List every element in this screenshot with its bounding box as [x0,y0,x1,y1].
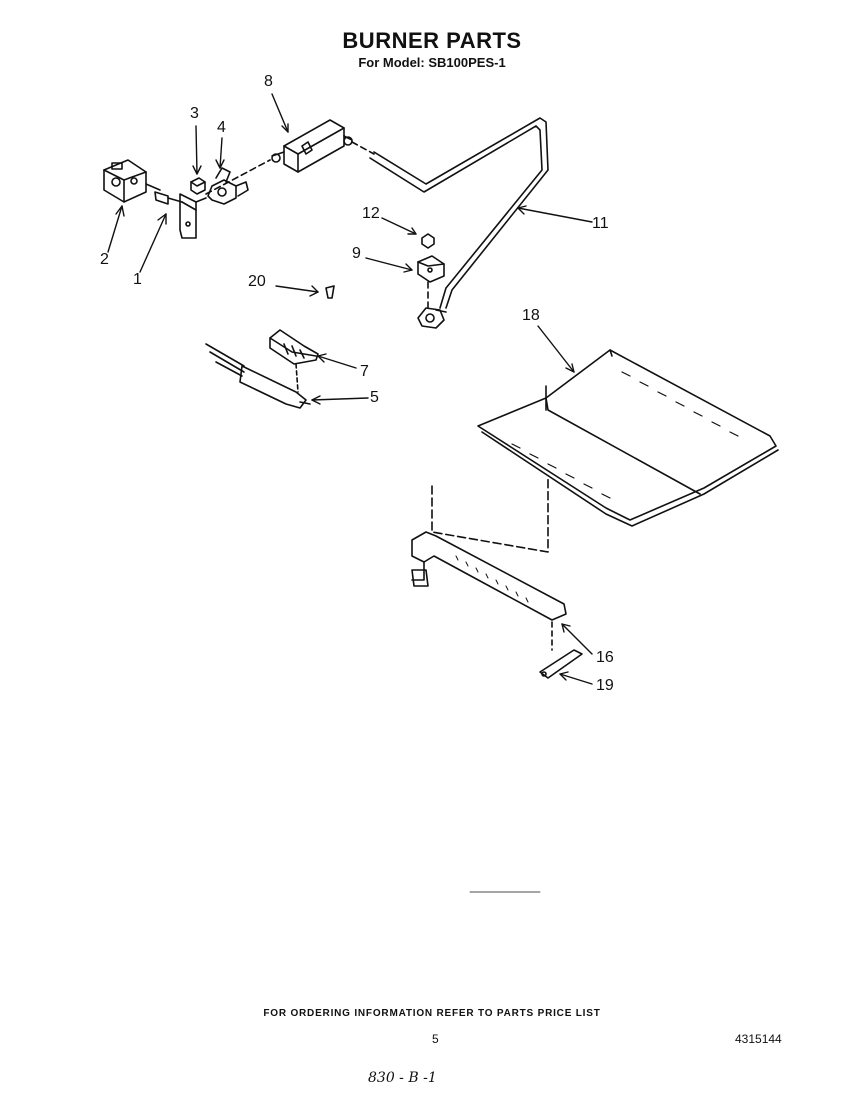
part-19-bracket [539,649,583,679]
part-16-burner-tube [411,531,567,621]
document-number: 4315144 [735,1032,782,1046]
page-number: 5 [432,1032,439,1046]
callout-7: 7 [360,363,369,380]
callout-5: 5 [370,389,379,406]
baffle-dash [431,475,549,553]
callout-4: 4 [217,119,226,136]
part-1-valve-bracket [145,183,207,239]
callout-9: 9 [352,245,361,262]
burner-ports [455,555,529,603]
callout-2: 2 [100,251,109,268]
part-3-nut [190,177,206,195]
part-9-bracket [417,255,445,283]
callout-16: 16 [596,649,614,666]
callout-1: 1 [133,271,142,288]
handwritten-note: 830 - B -1 [368,1070,437,1086]
part-20-screw [325,285,335,299]
leader-lines [107,93,593,685]
pilot-tube-end [417,307,445,329]
callout-18: 18 [522,307,540,324]
leader-3-4-dash [205,159,271,195]
part-8-pilot-block [271,119,353,173]
part-12-nut [421,233,435,249]
leader-8-dash [351,141,375,155]
callout-3: 3 [190,105,199,122]
page-title: BURNER PARTS [342,28,522,53]
model-subtitle: For Model: SB100PES-1 [358,55,506,70]
part-5-igniter [205,343,311,409]
callout-20: 20 [248,273,266,290]
part-4-orifice-fitting [207,167,249,205]
callout-8: 8 [264,73,273,90]
part-11-pilot-tube [369,117,549,313]
part-7-igniter-plug [269,329,319,365]
part-2-valve-body [103,159,147,203]
callout-12: 12 [362,205,380,222]
callout-19: 19 [596,677,614,694]
callout-11: 11 [592,215,609,232]
baffle-slots [511,371,739,499]
ordering-note: FOR ORDERING INFORMATION REFER TO PARTS … [263,1008,601,1019]
part-18-baffle [477,349,779,527]
